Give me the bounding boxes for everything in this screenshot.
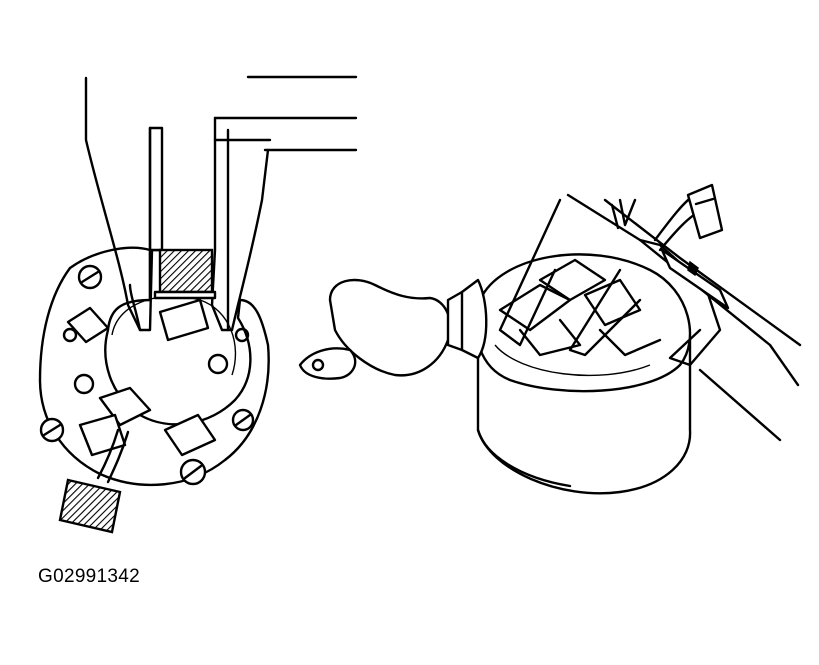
screw-right [231,408,255,432]
brush-holder [538,258,607,302]
screw-top-left [77,264,103,290]
measured-brush [158,248,214,294]
figure-identifier: G02991342 [38,566,141,587]
mounting-hole [62,327,78,343]
mounting-hole [234,327,250,343]
brush-holder [66,306,110,344]
screw-bottom [179,458,207,486]
brush-holder [163,413,217,457]
mounting-hole [73,373,95,395]
brush-holder-assembly [38,246,270,534]
field-coil-lead [298,278,488,380]
screw-left [39,417,65,443]
brush-lead-wire [96,428,120,480]
brush [58,478,122,534]
vernier-caliper-right [498,193,802,442]
mounting-hole [207,353,229,375]
vernier-caliper-left [84,75,358,332]
brush-holder [158,298,210,342]
brush-holder-on-yoke [475,183,724,495]
terminal-connector [686,183,724,240]
